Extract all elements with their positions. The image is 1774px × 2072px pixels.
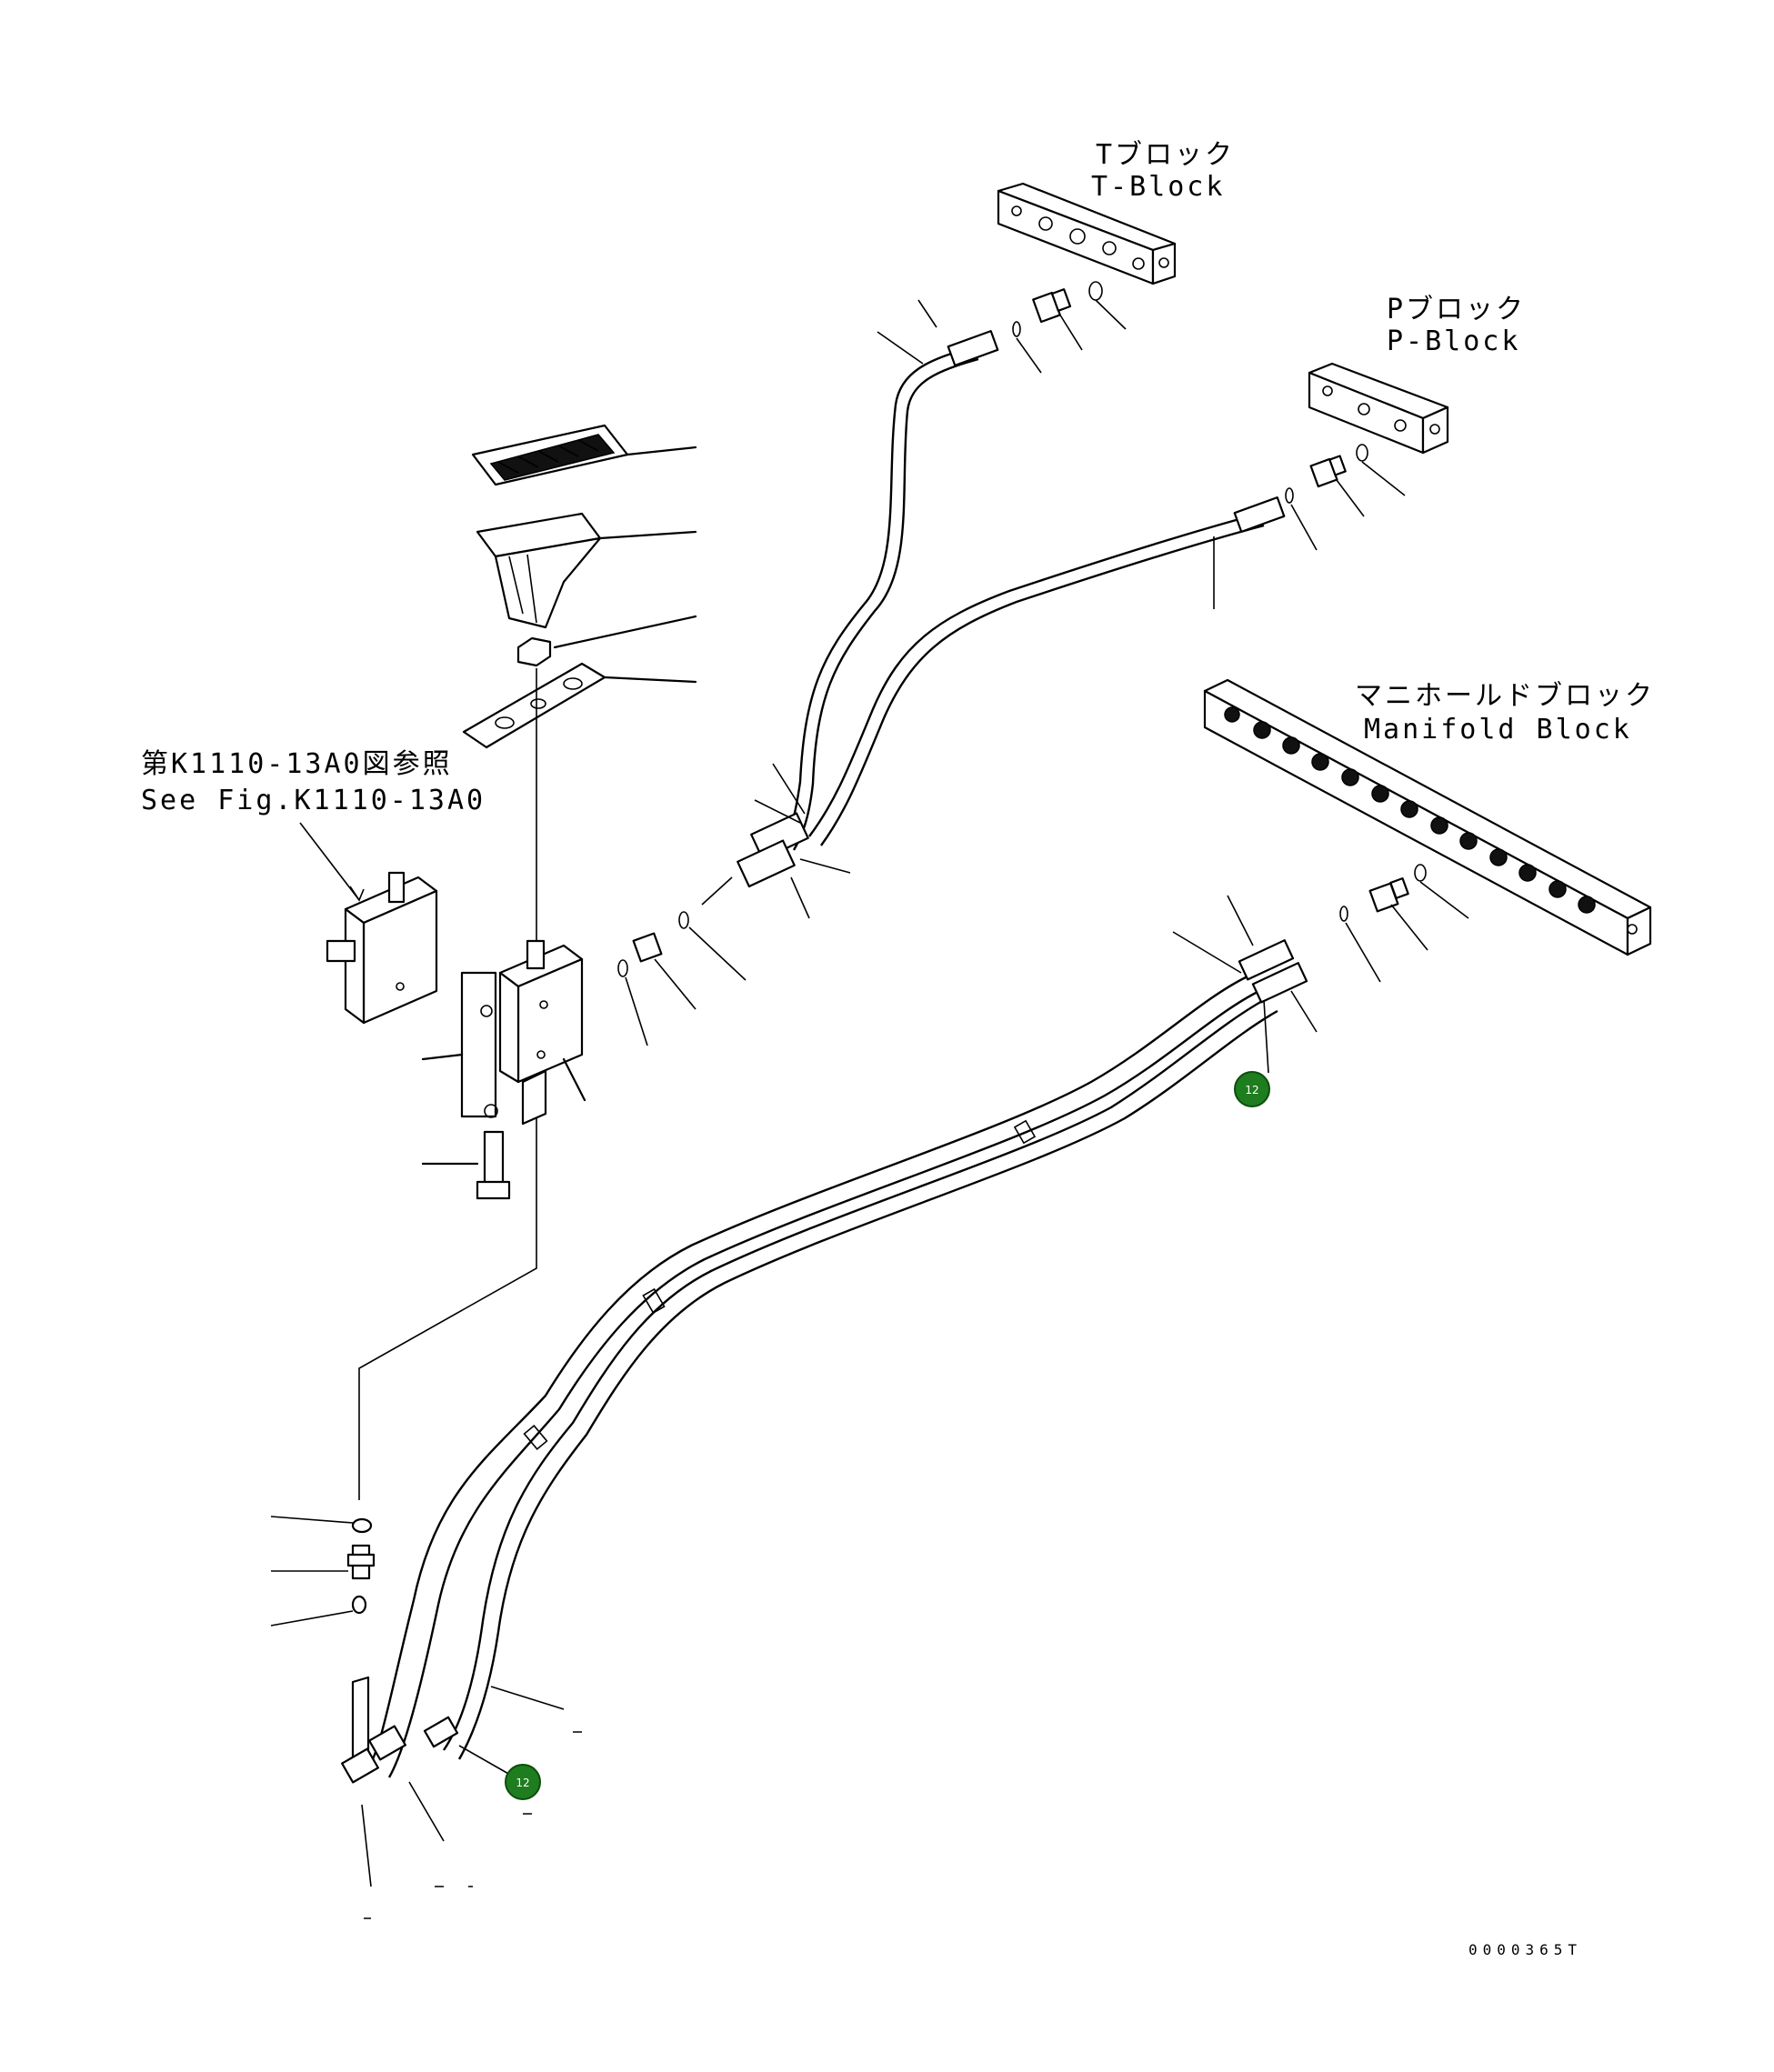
lower-fittings bbox=[270, 1516, 582, 1919]
t-block-label-en: T-Block bbox=[1091, 171, 1225, 203]
pedal-pad bbox=[471, 424, 629, 486]
callout-label: 12 bbox=[516, 1777, 529, 1789]
pedal-plate bbox=[462, 662, 606, 749]
hose-connectors-upper bbox=[701, 763, 851, 919]
manifold-fittings bbox=[1339, 864, 1469, 983]
t-block-fittings bbox=[1012, 281, 1127, 374]
callout-label: 12 bbox=[1245, 1084, 1258, 1096]
pedal-bracket bbox=[476, 512, 602, 629]
manifold-block bbox=[1203, 678, 1652, 956]
bolt bbox=[476, 1130, 511, 1200]
hose-to-t-block bbox=[781, 299, 999, 851]
t-block-label-jp: Tブロック bbox=[1096, 139, 1235, 171]
reference-valve bbox=[326, 871, 438, 1025]
p-block-fittings bbox=[1285, 444, 1406, 551]
nut bbox=[516, 636, 552, 667]
t-block bbox=[997, 182, 1177, 285]
p-block bbox=[1308, 362, 1449, 455]
see-fig-label-en: See Fig.K1110-13A0 bbox=[141, 785, 486, 816]
manifold-label-en: Manifold Block bbox=[1364, 714, 1632, 746]
pilot-valve bbox=[460, 939, 584, 1126]
drawing-code: 0000365T bbox=[1468, 1941, 1582, 1958]
callout-marker[interactable]: 12 bbox=[505, 1764, 541, 1800]
valve-fittings bbox=[617, 911, 747, 1046]
callout-marker[interactable]: 12 bbox=[1234, 1071, 1270, 1107]
p-block-label-jp: Pブロック bbox=[1387, 294, 1526, 325]
hose-connectors-manifold bbox=[1172, 895, 1318, 1074]
hose-to-p-block bbox=[808, 496, 1286, 846]
see-fig-label-jp: 第K1110-13A0図参照 bbox=[141, 748, 453, 780]
p-block-label-en: P-Block bbox=[1387, 325, 1520, 357]
manifold-label-jp: マニホールドブロック bbox=[1355, 680, 1655, 712]
hose-pair-long bbox=[366, 976, 1278, 1778]
